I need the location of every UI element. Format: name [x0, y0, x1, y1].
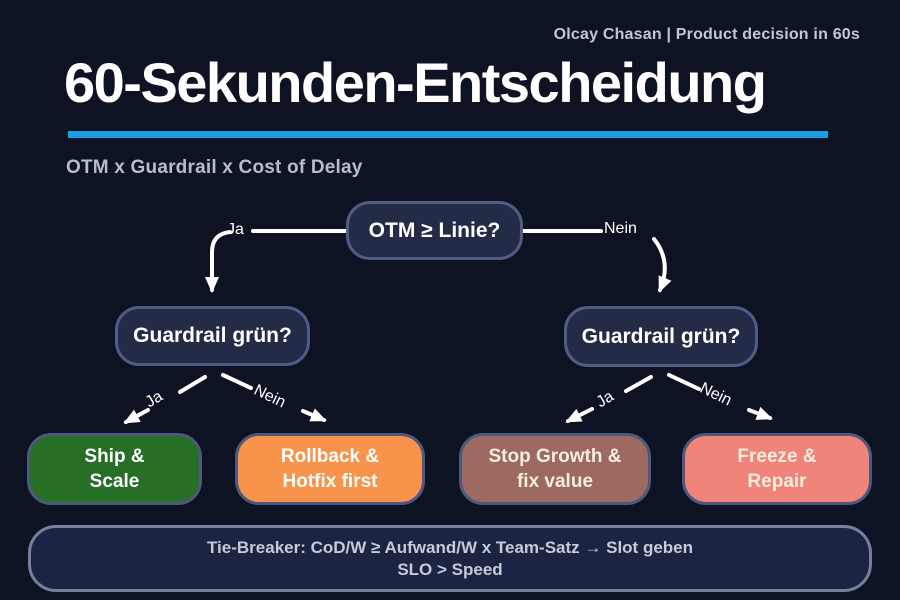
edge-right-ja-seg1: [624, 375, 653, 393]
right-question-label: Guardrail grün?: [581, 324, 741, 348]
edge-left-nein-seg1: [221, 373, 253, 390]
edge-right-ja-seg2: [565, 407, 594, 423]
author-byline: Olcay Chasan | Product decision in 60s: [553, 26, 860, 43]
edge-left-ja-seg1: [178, 375, 207, 394]
tie-breaker-line1: Tie-Breaker: CoD/W ≥ Aufwand/W x Team-Sa…: [206, 537, 694, 557]
tie-breaker-line2: SLO > Speed: [397, 559, 503, 579]
root-question-node: OTM ≥ Linie?: [346, 201, 523, 260]
root-question-label: OTM ≥ Linie?: [368, 218, 501, 242]
edge-label-root-nein: Nein: [604, 220, 637, 237]
left-question-node: Guardrail grün?: [115, 306, 310, 366]
outcome-label-line1: Freeze &: [737, 446, 817, 467]
outcome-stop-growth: Stop Growth & fix value: [459, 433, 651, 505]
edge-left-nein-seg2: [301, 408, 327, 422]
outcome-label-line1: Ship &: [84, 446, 145, 467]
outcome-rollback-hotfix: Rollback & Hotfix first: [235, 433, 425, 505]
page-subtitle: OTM x Guardrail x Cost of Delay: [66, 157, 363, 178]
left-question-label: Guardrail grün?: [133, 324, 292, 347]
edge-right-nein-seg1: [667, 373, 701, 391]
outcome-ship-scale: Ship & Scale: [27, 433, 202, 505]
edge-right-nein-seg2: [747, 406, 773, 420]
outcome-label-line2: Repair: [747, 471, 807, 492]
edge-root-ja-down: [205, 230, 232, 293]
tie-breaker-bar: Tie-Breaker: CoD/W ≥ Aufwand/W x Team-Sa…: [28, 525, 872, 592]
edge-root-nein-down: [652, 237, 672, 293]
edge-left-ja-seg2: [123, 408, 150, 424]
outcome-label-line2: fix value: [516, 471, 594, 492]
outcome-label-line1: Stop Growth &: [488, 446, 622, 467]
outcome-label-line1: Rollback &: [280, 446, 380, 467]
outcome-label-line2: Hotfix first: [282, 471, 378, 492]
right-question-node: Guardrail grün?: [564, 306, 758, 367]
title-underline: [68, 131, 828, 138]
edge-label-root-ja: Ja: [227, 221, 244, 238]
page-title: 60-Sekunden-Entscheidung: [64, 51, 767, 114]
outcome-freeze-repair: Freeze & Repair: [682, 433, 872, 505]
outcome-label-line2: Scale: [89, 471, 140, 492]
